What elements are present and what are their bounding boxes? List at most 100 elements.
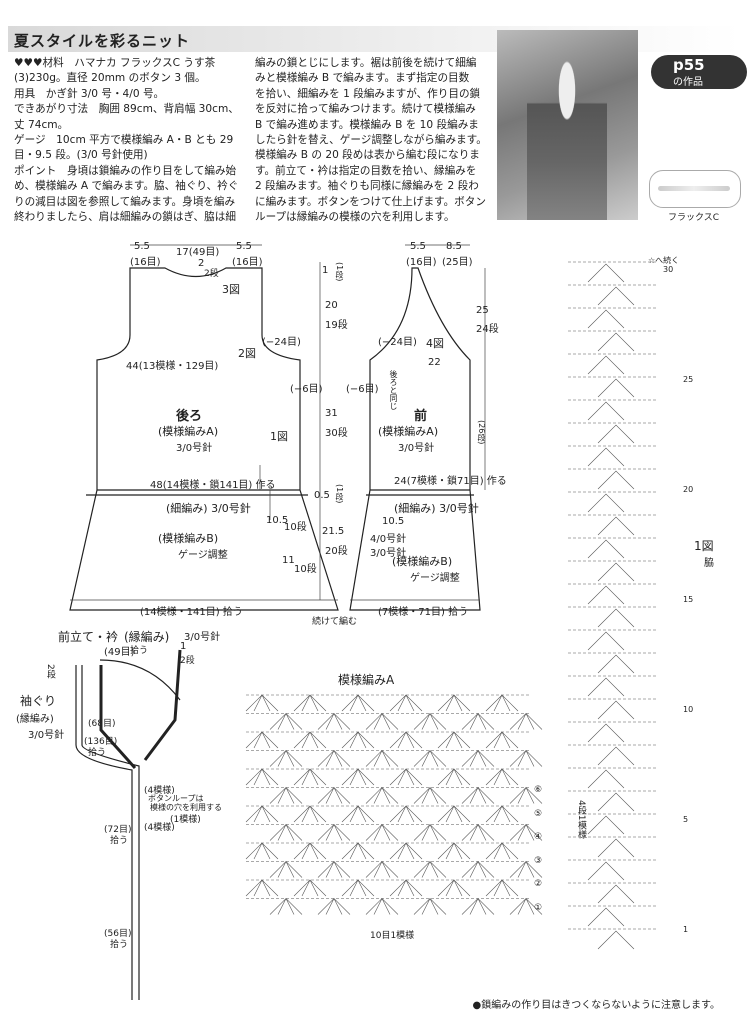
materials-line: ループは縁編みの模様の穴を利用します。	[255, 211, 455, 224]
pattern-a-stitch-fan	[317, 897, 351, 915]
pattern-a-stitch-fan	[413, 860, 447, 878]
materials-line: に編みます。ボタンをつけて仕上げます。ボタン	[255, 195, 486, 208]
side-stitch-fan	[597, 746, 635, 766]
materials-line: 終わりましたら、肩は細編みの鎖はぎ、脇は細	[14, 211, 236, 224]
side-stitch-fan	[587, 815, 625, 835]
back-neck: 2段	[204, 269, 219, 279]
collar-bnote1: ボタンループは	[148, 794, 204, 803]
pattern-a-stitch-fan	[245, 768, 279, 786]
collar-s72b: 拾う	[110, 836, 129, 846]
pattern-a-stitch-fan	[413, 823, 447, 841]
pattern-a-stitch-fan	[269, 786, 303, 804]
pattern-a-stitch-fan	[389, 694, 423, 712]
pattern-a-stitch-fan	[293, 768, 327, 786]
front-n4: 4/0号針	[370, 534, 407, 545]
collar-s72: (72目)	[104, 825, 132, 835]
pattern-a-stitch-fan	[509, 786, 543, 804]
h10s2: 10段	[294, 564, 317, 575]
pattern-a-stitch-fan	[245, 731, 279, 749]
pattern-a-stitch-fan	[509, 712, 543, 730]
side-stitch-fan	[587, 493, 625, 513]
pattern-a-stitch-fan	[461, 749, 495, 767]
front-top-side-sts: (16目)	[406, 257, 437, 268]
back-top-side: 5.5	[134, 241, 150, 252]
front-dec6: (−6目)	[346, 384, 379, 395]
materials-line: (3)230g。直径 20mm のボタン 3 個。	[14, 72, 206, 85]
materials-line: め、模様編み A で編みます。脇、袖ぐり、衿ぐ	[14, 180, 239, 193]
side-stitch-fan	[597, 608, 635, 628]
pattern-a-row-number: ④	[534, 832, 543, 842]
pattern-a-stitch-fan	[389, 805, 423, 823]
front-dec24: (−24目)	[378, 337, 417, 348]
pattern-a-stitch-fan	[245, 805, 279, 823]
back-dec24: (−24目)	[262, 337, 301, 348]
side-stitch-fan	[587, 309, 625, 329]
materials-line: B で編み進めます。模様編み B を 10 段編みま	[255, 118, 479, 131]
pattern-a-stitch-fan	[365, 860, 399, 878]
side-row-mark: 10	[683, 705, 694, 714]
pattern-a-stitch-fan	[317, 823, 351, 841]
materials-line: 用具 かぎ針 3/0 号・4/0 号。	[14, 87, 165, 100]
pattern-a-stitch-fan	[365, 897, 399, 915]
front-n3: 3/0号針	[370, 548, 407, 559]
side-stitch-fan	[587, 539, 625, 559]
page-number: p55	[673, 56, 705, 74]
h30: 30段	[325, 428, 348, 439]
h105: 10.5	[266, 515, 289, 526]
pattern-a-stitch-fan	[317, 712, 351, 730]
collar-pick49: (49目)	[104, 647, 135, 658]
pattern-a-stitch-fan	[317, 860, 351, 878]
pattern-a-stitch-fan	[485, 694, 519, 712]
pattern-a-stitch-fan	[437, 879, 471, 897]
pattern-a-stitch-fan	[389, 731, 423, 749]
collar-b1: (1模様)	[170, 815, 201, 825]
side-sub: 脇	[704, 558, 714, 569]
collar-pick-lbl: 拾う	[130, 646, 149, 656]
materials-line: 模様編み B の 20 段めは表から編む段になりま	[255, 149, 480, 162]
front-cont: 続けて編む	[312, 617, 358, 627]
pattern-a-row-number: ⑥	[534, 785, 543, 795]
pattern-a-row-number: ②	[534, 879, 543, 889]
pattern-a-row-number: ①	[534, 902, 543, 913]
side-stitch-fan	[587, 585, 625, 605]
materials-line: できあがり寸法 胸囲 89cm、背肩幅 30cm、	[14, 103, 239, 116]
materials-line: ポイント 身頃は鎖編みの作り目をして編み始	[14, 164, 237, 177]
side-stitch-fan	[587, 631, 625, 651]
pattern-a-stitch-fan	[293, 842, 327, 860]
front-w22: 22	[428, 357, 441, 368]
h20s: 20段	[325, 546, 348, 557]
pattern-a-stitch-fan	[245, 694, 279, 712]
side-stitch-fan	[597, 884, 635, 904]
pattern-a-stitch-fan	[269, 712, 303, 730]
sleeve-label: 袖ぐり	[20, 694, 57, 708]
back-top-mid: 17(49目)	[176, 247, 220, 258]
collar-s68: (68目)	[88, 719, 116, 729]
side-stitch-fan	[587, 861, 625, 881]
h10s: 10段	[284, 522, 307, 533]
side-stitch-fan	[597, 424, 635, 444]
pattern-a-stitch-fan	[413, 749, 447, 767]
back-width: 44(13模様・129目)	[126, 361, 219, 372]
side-stitch-fan	[597, 286, 635, 306]
sleeve-needle: 3/0号針	[28, 730, 65, 741]
pattern-a-stitch-fan	[389, 842, 423, 860]
h19: 19段	[325, 320, 348, 331]
materials-line: ♥♥♥材料 ハマナカ フラックスC うす茶	[14, 57, 216, 69]
yarn-sample	[649, 170, 741, 208]
side-row-mark: 30	[663, 265, 674, 274]
pattern-a-row-number: ⑤	[534, 808, 543, 819]
pattern-a-stitch-fan	[365, 712, 399, 730]
pattern-a-stitch-fan	[437, 768, 471, 786]
side-stitch-fan	[597, 700, 635, 720]
side-stitch-fan	[587, 769, 625, 789]
back-bottom: (14模様・141目) 拾う	[140, 607, 243, 618]
back-gauge: ゲージ調整	[178, 550, 228, 561]
side-stitch-fan	[587, 401, 625, 421]
collar-s136: (136目)	[84, 737, 118, 747]
yarn-label: フラックスC	[668, 213, 720, 223]
materials-line: 丈 74cm。	[14, 118, 69, 131]
pattern-a-stitch-fan	[293, 805, 327, 823]
front-pattern-a: (模様編みA)	[378, 425, 439, 438]
pattern-a-stitch-fan	[509, 823, 543, 841]
